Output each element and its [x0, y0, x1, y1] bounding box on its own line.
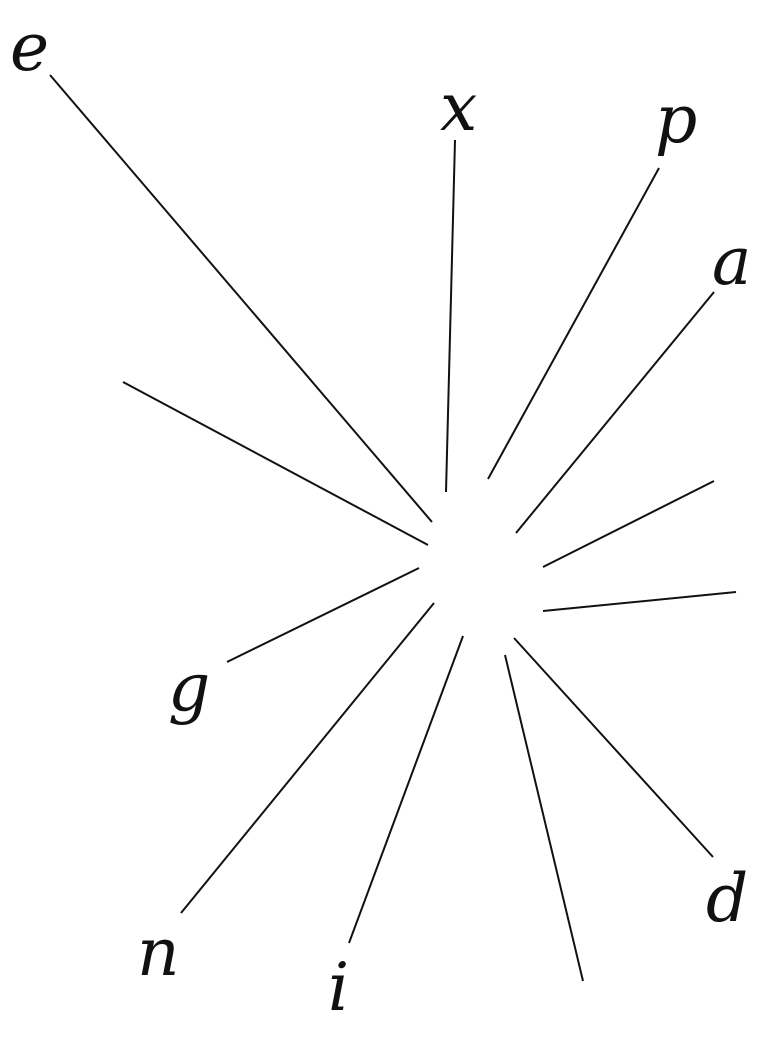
- label-e: e: [10, 9, 49, 86]
- label-x: x: [440, 69, 477, 146]
- ray-unlabeled-right: [542, 591, 737, 612]
- label-g: g: [168, 649, 210, 726]
- ray-i: [348, 635, 464, 944]
- label-i: i: [328, 949, 349, 1026]
- ray-p: [487, 167, 660, 480]
- label-d: d: [706, 860, 748, 937]
- ray-n: [180, 602, 435, 914]
- ray-unlabeled-upper-right: [542, 480, 715, 568]
- label-a: a: [712, 223, 751, 300]
- label-n: n: [137, 914, 180, 991]
- ray-a: [515, 291, 715, 534]
- ray-g: [226, 567, 420, 663]
- ray-x: [445, 139, 456, 493]
- ray-d: [513, 637, 714, 858]
- label-p: p: [655, 81, 697, 158]
- ray-e: [49, 74, 433, 523]
- ray-unlabeled-left: [122, 381, 429, 546]
- ray-unlabeled-bottom: [504, 654, 584, 982]
